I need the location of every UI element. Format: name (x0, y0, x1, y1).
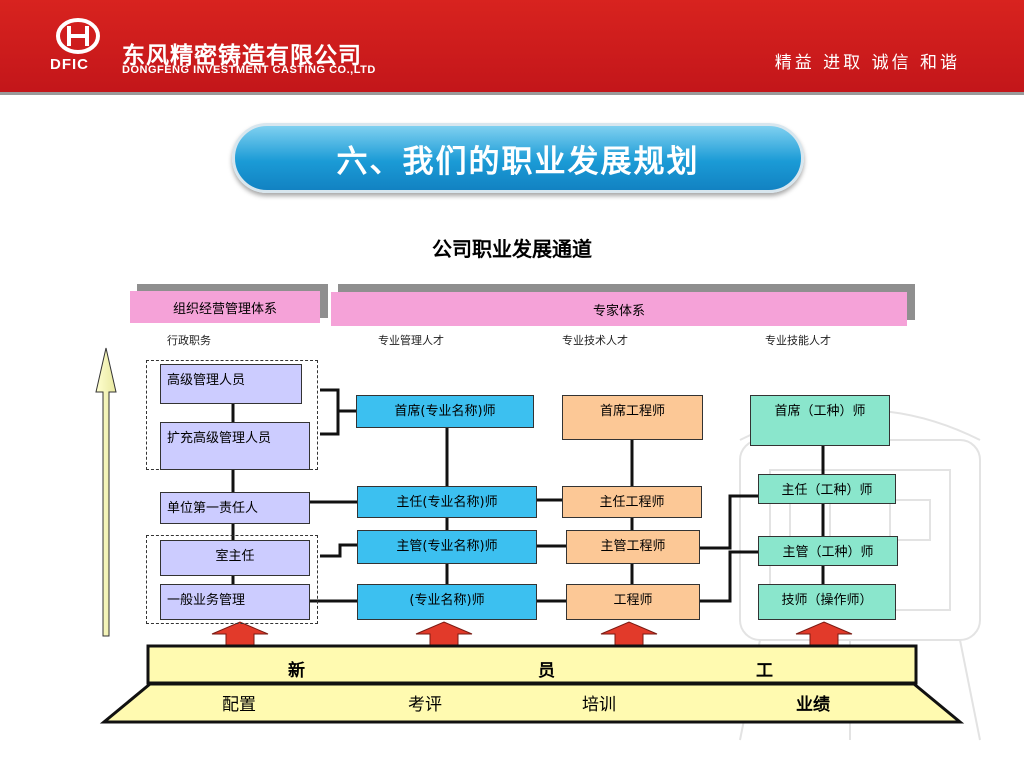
category-expert: 专家体系 (331, 292, 907, 326)
company-logo-icon (56, 18, 100, 54)
mgmt-director: 主任(专业名称)师 (357, 486, 537, 518)
mgmt-specialist: (专业名称)师 (357, 584, 537, 620)
base-performance: 业绩 (796, 695, 830, 715)
skill-chief: 首席（工种）师 (750, 395, 890, 446)
base-worker: 工 (756, 661, 773, 681)
base-allocation: 配置 (222, 695, 256, 715)
track-label-admin: 行政职务 (167, 334, 211, 347)
tech-engineer: 工程师 (566, 584, 700, 620)
diagram-subtitle: 公司职业发展通道 (432, 237, 592, 261)
base-evaluation: 考评 (408, 695, 442, 715)
base-training: 培训 (582, 695, 616, 715)
header-bar (0, 0, 1024, 92)
tech-supervisor-engineer: 主管工程师 (566, 530, 700, 564)
tech-chief-engineer: 首席工程师 (562, 395, 703, 440)
tech-director-engineer: 主任工程师 (562, 486, 702, 518)
company-name-cn: 东风精密铸造有限公司 (122, 43, 362, 69)
skill-technician: 技师（操作师） (758, 584, 896, 620)
skill-director: 主任（工种）师 (758, 474, 896, 504)
track-label-pro-mgmt: 专业管理人才 (378, 334, 444, 347)
base-new: 新 (288, 661, 305, 681)
admin-senior-manager: 高级管理人员 (160, 364, 302, 404)
skill-supervisor: 主管（工种）师 (758, 536, 898, 566)
admin-unit-head: 单位第一责任人 (160, 492, 310, 524)
track-label-pro-skill: 专业技能人才 (765, 334, 831, 347)
section-title: 六、我们的职业发展规划 (336, 143, 700, 180)
admin-extended-senior-manager: 扩充高级管理人员 (160, 422, 310, 470)
logo-text: DFIC (50, 56, 89, 73)
header-divider (0, 92, 1024, 95)
admin-section-head: 室主任 (160, 540, 310, 576)
company-name-en: DONGFENG INVESTMENT CASTING CO.,LTD (122, 64, 376, 76)
admin-general-manager: 一般业务管理 (160, 584, 310, 620)
track-label-pro-tech: 专业技术人才 (562, 334, 628, 347)
mgmt-supervisor: 主管(专业名称)师 (357, 530, 537, 564)
category-management: 组织经营管理体系 (130, 291, 320, 323)
section-title-banner: 六、我们的职业发展规划 (232, 123, 804, 193)
base-staff: 员 (538, 661, 555, 681)
mgmt-chief: 首席(专业名称)师 (356, 395, 534, 428)
company-slogan: 精益 进取 诚信 和谐 (774, 53, 960, 73)
middle-management-group (146, 535, 318, 624)
